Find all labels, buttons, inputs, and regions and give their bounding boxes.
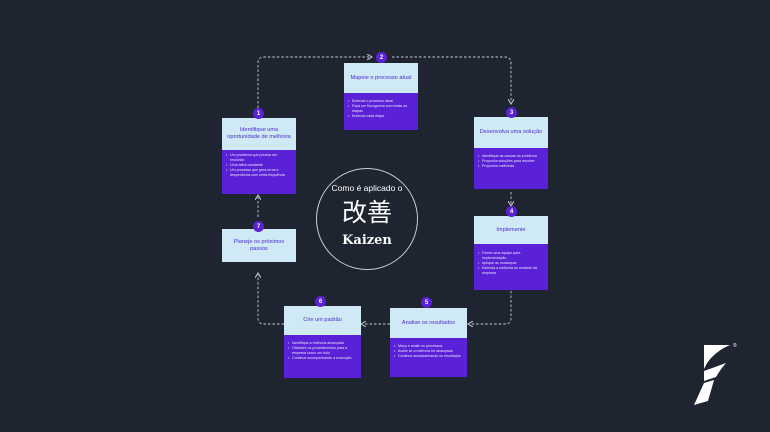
step-4-item: Forme uma equipe para implementação xyxy=(478,251,544,261)
step-4-badge: 4 xyxy=(506,206,517,217)
center-circle xyxy=(316,168,418,270)
kaizen-kanji: 改善 xyxy=(341,198,392,227)
step-3-item: Proponha melhorias xyxy=(478,164,544,169)
step-1-item: Uma falha constante xyxy=(226,163,292,168)
step-2-title: Mapeie o processo atual xyxy=(344,63,418,93)
step-1-item: Um problema que precisa ser resolvido xyxy=(226,153,292,163)
step-2-card: Mapeie o processo atual Entenda o proces… xyxy=(344,63,418,130)
step-2-badge: 2 xyxy=(376,52,387,63)
step-1-item: Um processo que gera erros e desperdício… xyxy=(226,168,292,178)
step-4-title: Implemente xyxy=(474,216,548,244)
step-1-title: Identifique uma oportunidade de melhoria xyxy=(222,118,296,150)
step-6-item: Identifique a melhoria alcançada xyxy=(288,341,357,346)
step-4-item: Aplique as mudanças xyxy=(478,261,544,266)
step-1-badge: 1 xyxy=(253,108,264,119)
step-6-card: Crie um padrão Identifique a melhoria al… xyxy=(284,306,361,378)
step-4-item: Estenda a melhoria ao restante da empres… xyxy=(478,266,544,276)
registered-mark: ® xyxy=(733,343,737,349)
arrow-6-to-7 xyxy=(258,275,284,325)
step-5-title: Analise os resultados xyxy=(390,308,467,338)
step-4-card: Implemente Forme uma equipe para impleme… xyxy=(474,216,548,290)
step-6-body: Identifique a melhoria alcançada Oficial… xyxy=(284,335,361,378)
step-3-body: Identifique as causas do problema Propon… xyxy=(474,148,548,189)
step-5-badge: 5 xyxy=(421,297,432,308)
step-3-card: Desenvolva uma solução Identifique as ca… xyxy=(474,117,548,189)
step-3-item: Identifique as causas do problema xyxy=(478,154,544,159)
arrow-1-to-2 xyxy=(257,57,370,108)
kaizen-word: Kaizen xyxy=(342,233,392,248)
brand-flame-logo-icon: ® xyxy=(690,343,740,412)
step-3-title: Desenvolva uma solução xyxy=(474,117,548,148)
arrow-2-to-3 xyxy=(392,56,511,102)
step-2-item: Entenda o processo atual xyxy=(348,99,414,104)
step-7-title: Planeje os próximos passos xyxy=(222,229,296,262)
step-7-card: Planeje os próximos passos xyxy=(222,229,296,262)
step-5-item: Meça e avalie os processos xyxy=(394,344,463,349)
step-1-body: Um problema que precisa ser resolvido Um… xyxy=(222,150,296,194)
step-5-item: Avalie se a melhoria foi alcançada xyxy=(394,349,463,354)
step-7-badge: 7 xyxy=(253,221,264,232)
step-2-item: Faça um fluxograma com todas as etapas xyxy=(348,104,414,114)
center-title: Como é aplicado o xyxy=(331,183,403,193)
step-1-card: Identifique uma oportunidade de melhoria… xyxy=(222,118,296,194)
step-5-item: Continue acompanhando os resultados xyxy=(394,354,463,359)
step-6-badge: 6 xyxy=(315,296,326,307)
step-6-item: Oficialize os procedimentos para a empre… xyxy=(288,346,357,356)
step-3-item: Proponha soluções para resolver xyxy=(478,159,544,164)
step-5-body: Meça e avalie os processos Avalie se a m… xyxy=(390,338,467,377)
step-5-card: Analise os resultados Meça e avalie os p… xyxy=(390,308,467,377)
step-4-body: Forme uma equipe para implementação Apli… xyxy=(474,244,548,290)
step-6-item: Continue acompanhando a execução xyxy=(288,356,357,361)
step-3-badge: 3 xyxy=(506,107,517,118)
step-6-title: Crie um padrão xyxy=(284,306,361,335)
step-2-body: Entenda o processo atual Faça um fluxogr… xyxy=(344,93,418,130)
arrow-4-to-5 xyxy=(470,291,512,324)
step-2-item: Entenda cada etapa xyxy=(348,114,414,119)
